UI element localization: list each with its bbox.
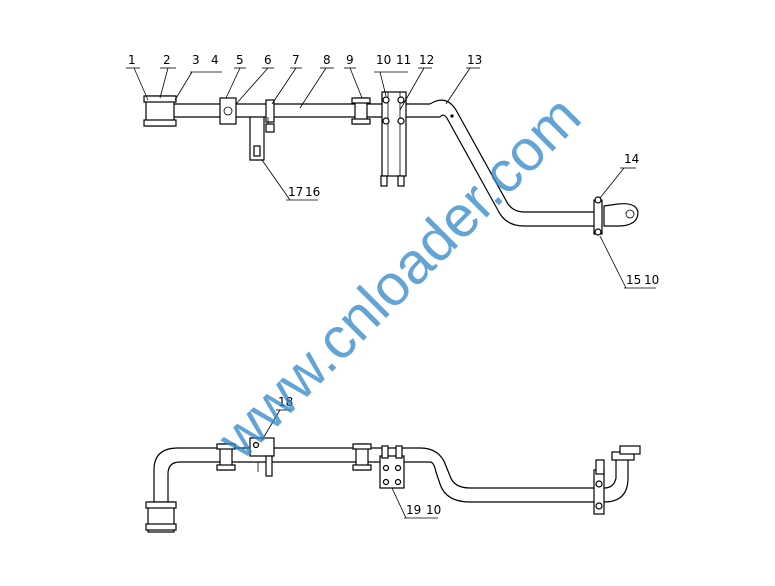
lower-coupling-bottom xyxy=(145,523,177,531)
bracket-bolt-2 xyxy=(397,96,405,104)
callout-10-right: 10 xyxy=(644,273,659,287)
callout-9: 9 xyxy=(346,53,354,67)
callout-6: 6 xyxy=(264,53,272,67)
clamp-9-top xyxy=(351,97,371,104)
bracket-19-stud-left xyxy=(381,445,389,459)
lower-clamp-left-top xyxy=(216,443,236,450)
bracket-18-stud xyxy=(265,455,273,477)
clamp-9-bottom xyxy=(351,118,371,125)
pipe-13-lower-edge xyxy=(439,114,600,227)
clamp-5 xyxy=(219,97,237,125)
hanger-17 xyxy=(249,117,265,161)
clip-14-bolt xyxy=(594,196,602,204)
clip-15-bolt xyxy=(594,228,602,236)
hanger-nut xyxy=(265,123,275,133)
end-flange xyxy=(603,203,639,227)
bracket-bolt-1 xyxy=(382,96,390,104)
upper-pipe-assembly xyxy=(143,91,639,236)
riser-bracket xyxy=(595,459,605,475)
flange-hole xyxy=(625,209,635,219)
callout-17: 17 xyxy=(288,185,303,199)
callout-5: 5 xyxy=(236,53,244,67)
lower-s-bend-top xyxy=(419,447,600,489)
lower-clamp-right-top xyxy=(352,443,372,450)
bracket-19-stud-right xyxy=(395,445,403,459)
callout-7: 7 xyxy=(292,53,300,67)
bracket-bolt-4 xyxy=(397,117,405,125)
callout-10: 10 xyxy=(376,53,391,67)
callout-11: 11 xyxy=(396,53,411,67)
lower-clamp-left-bottom xyxy=(216,464,236,471)
callout-12: 12 xyxy=(419,53,434,67)
bracket-foot-left xyxy=(380,175,388,187)
callout-18: 18 xyxy=(278,395,293,409)
lower-s-bend-bottom xyxy=(429,461,600,503)
callout-13: 13 xyxy=(467,53,482,67)
pipe-13-upper-edge xyxy=(429,99,600,213)
callout-14: 14 xyxy=(624,152,639,166)
riser-inner xyxy=(603,458,629,503)
riser-outer xyxy=(603,458,617,489)
callout-15: 15 xyxy=(626,273,641,287)
pipe-13-marker xyxy=(450,114,454,118)
callout-3: 3 xyxy=(192,53,200,67)
bracket-19-bolt-3 xyxy=(382,478,390,486)
lower-callouts: 18 19 10 xyxy=(261,395,441,519)
callout-2: 2 xyxy=(163,53,171,67)
upper-callouts: 1 2 3 4 5 6 7 8 9 10 11 12 13 14 15 10 1… xyxy=(126,53,659,289)
hanger-slot xyxy=(253,145,261,157)
bracket-19-bolt-4 xyxy=(394,478,402,486)
bracket-bolt-3 xyxy=(382,117,390,125)
clamp-5-bolt xyxy=(223,106,233,116)
bracket-7 xyxy=(265,99,275,123)
coupling-bottom-band xyxy=(143,119,177,127)
callout-1: 1 xyxy=(128,53,136,67)
lower-clip-bolt-2 xyxy=(595,502,603,510)
callout-8: 8 xyxy=(323,53,331,67)
lower-coupling-top xyxy=(145,501,177,509)
lower-pipe-outer-edge xyxy=(153,447,420,502)
mount-bracket-10 xyxy=(381,91,407,177)
lower-clip-bolt-1 xyxy=(595,480,603,488)
callout-19: 19 xyxy=(406,503,421,517)
bracket-foot-right xyxy=(397,175,405,187)
bracket-19-bolt-2 xyxy=(394,464,402,472)
lower-pipe-inner-edge xyxy=(167,461,430,502)
bracket-19-bolt-1 xyxy=(382,464,390,472)
lower-clamp-right-bottom xyxy=(352,464,372,471)
callout-16: 16 xyxy=(305,185,320,199)
bracket-18-bolt xyxy=(252,441,260,449)
lower-pipe-assembly xyxy=(145,437,641,533)
callout-4: 4 xyxy=(211,53,219,67)
callout-10-bottom: 10 xyxy=(426,503,441,517)
top-flange-plate xyxy=(619,445,641,455)
